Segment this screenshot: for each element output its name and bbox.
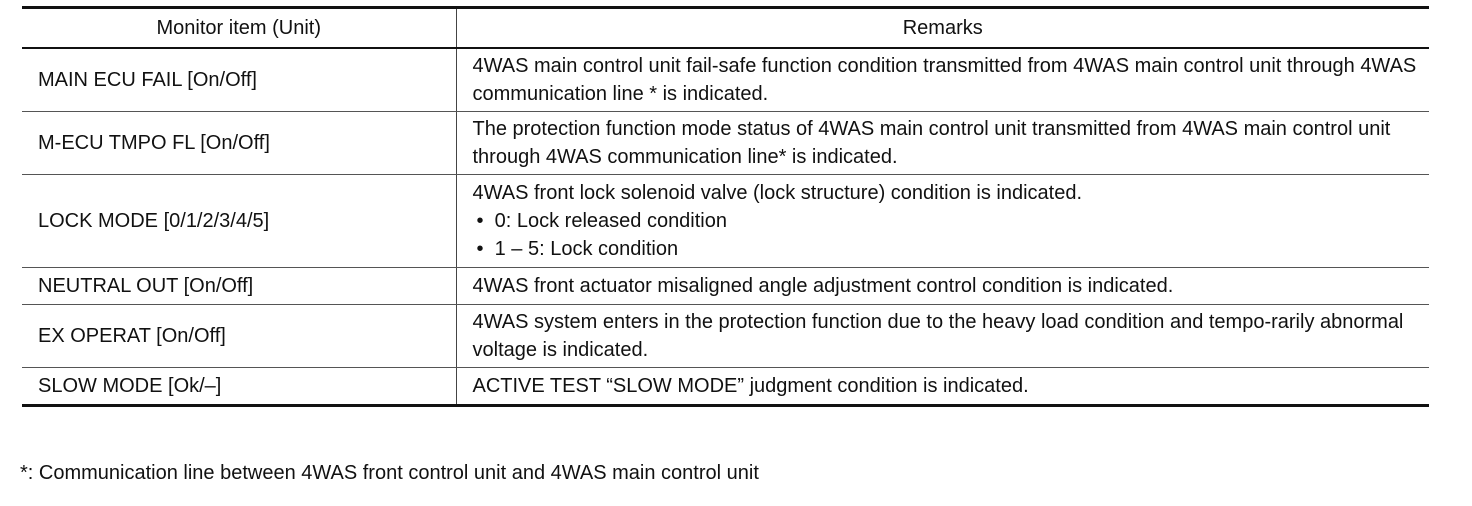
- monitor-item-table: Monitor item (Unit) Remarks MAIN ECU FAI…: [22, 6, 1429, 407]
- remarks-cell: 4WAS system enters in the protection fun…: [456, 304, 1429, 368]
- table-footnote: *: Communication line between 4WAS front…: [20, 462, 759, 484]
- monitor-item-cell: SLOW MODE [Ok/–]: [22, 367, 457, 406]
- remarks-cell: The protection function mode status of 4…: [456, 111, 1429, 175]
- bullet-item: 0: Lock released condition: [473, 207, 1422, 235]
- table-header-row: Monitor item (Unit) Remarks: [22, 7, 1429, 49]
- remarks-cell: 4WAS front lock solenoid valve (lock str…: [456, 174, 1429, 268]
- table-row: LOCK MODE [0/1/2/3/4/5] 4WAS front lock …: [22, 174, 1429, 268]
- monitor-item-cell: NEUTRAL OUT [On/Off]: [22, 267, 457, 305]
- header-monitor-item: Monitor item (Unit): [22, 7, 457, 49]
- table-row: MAIN ECU FAIL [On/Off] 4WAS main control…: [22, 47, 1429, 112]
- monitor-item-cell: MAIN ECU FAIL [On/Off]: [22, 47, 457, 112]
- monitor-item-cell: LOCK MODE [0/1/2/3/4/5]: [22, 174, 457, 268]
- monitor-item-cell: M-ECU TMPO FL [On/Off]: [22, 111, 457, 175]
- table-row: EX OPERAT [On/Off] 4WAS system enters in…: [22, 304, 1429, 368]
- table-row: M-ECU TMPO FL [On/Off] The protection fu…: [22, 111, 1429, 175]
- header-remarks: Remarks: [456, 7, 1429, 49]
- remarks-text: 4WAS front lock solenoid valve (lock str…: [472, 182, 1083, 204]
- bullet-item: 1 – 5: Lock condition: [473, 235, 1422, 263]
- monitor-item-cell: EX OPERAT [On/Off]: [22, 304, 457, 368]
- remarks-bullet-list: 0: Lock released condition 1 – 5: Lock c…: [473, 207, 1422, 263]
- table-row: SLOW MODE [Ok/–] ACTIVE TEST “SLOW MODE”…: [22, 367, 1429, 406]
- remarks-cell: ACTIVE TEST “SLOW MODE” judgment conditi…: [456, 367, 1429, 406]
- remarks-cell: 4WAS main control unit fail-safe functio…: [456, 47, 1429, 112]
- table-row: NEUTRAL OUT [On/Off] 4WAS front actuator…: [22, 267, 1429, 305]
- remarks-cell: 4WAS front actuator misaligned angle adj…: [456, 267, 1429, 305]
